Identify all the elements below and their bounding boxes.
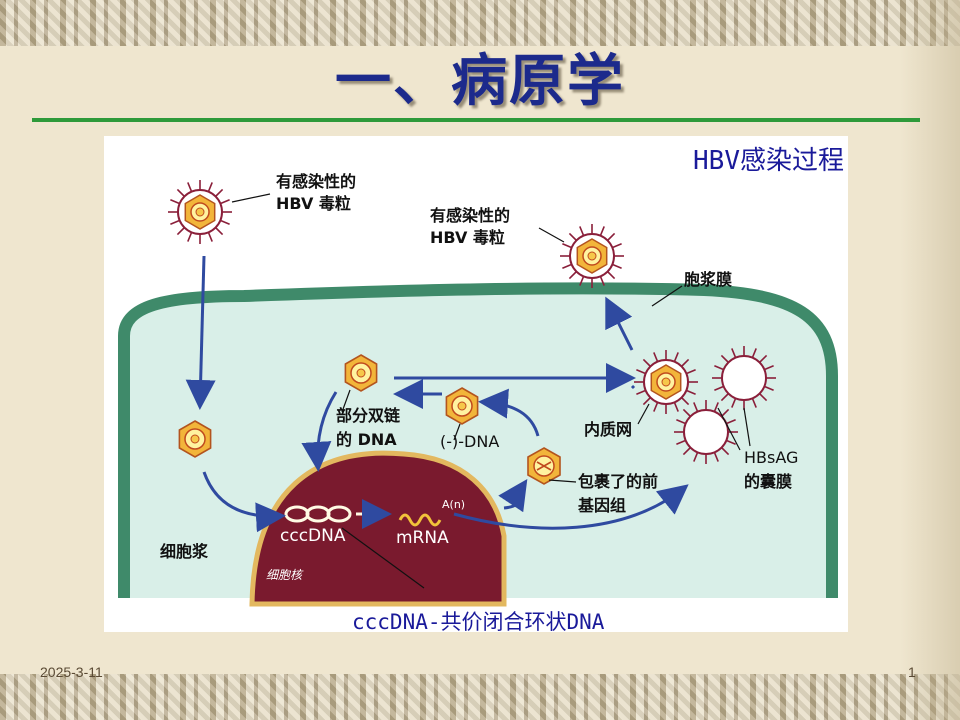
label-hbsag-line2: 的囊膜 [744,472,793,491]
mrna-squiggle [398,513,442,527]
cccdna-rings [284,505,352,523]
label-minus-dna: (-)-DNA [440,432,500,451]
process-arrows [185,255,689,533]
label-nucleus: 细胞核 [266,568,303,582]
infectious-virion-outside-1 [167,179,233,245]
decorative-top-border [0,0,960,46]
label-infectious-virion-1-line1: 有感染性的 [276,172,357,191]
label-cytoplasm: 细胞浆 [160,542,209,561]
label-partial-dsdna-line1: 部分双链 [336,406,401,425]
decorative-bottom-border [0,674,960,720]
hbsag-particle-1 [711,345,777,411]
figure-footnote: cccDNA-共价闭合环状DNA [352,610,605,634]
label-infectious-virion-1-line2: HBV 毒粒 [276,194,351,213]
label-poly-a: A(n) [442,498,466,511]
label-packaged-pregenome-line1: 包裹了的前 [578,472,659,491]
figure-title: HBV感染过程 [693,146,844,176]
virion-in-er [633,349,699,415]
capsid-minus-dna [445,387,479,425]
capsid-entering [178,420,212,458]
slide-title: 一、病原学 [335,49,625,114]
packaged-pregenome-capsid [527,447,561,485]
footer-page-number: 1 [908,664,916,680]
capsid-partial-dsdna [344,354,378,392]
footer-date: 2025-3-11 [40,664,103,680]
hbsag-particle-2 [673,399,739,465]
diagram-canvas [104,179,848,632]
label-hbsag-line1: HBsAG [744,448,799,467]
hbv-infection-diagram: HBV感染过程 有感染性的 HBV 毒粒 有感染性的 HBV 毒粒 胞浆膜 部分… [104,136,848,634]
label-partial-dsdna-line2: 的 DNA [336,430,397,449]
title-underline [32,118,920,122]
label-plasma-membrane: 胞浆膜 [684,270,733,289]
label-er: 内质网 [584,420,633,439]
label-mrna: mRNA [396,528,449,548]
infectious-virion-outside-2 [559,223,625,289]
label-packaged-pregenome-line2: 基因组 [578,496,627,515]
label-infectious-virion-2-line2: HBV 毒粒 [430,228,505,247]
label-infectious-virion-2-line1: 有感染性的 [430,206,511,225]
label-cccdna: cccDNA [280,526,346,546]
leader-lines [231,193,751,589]
